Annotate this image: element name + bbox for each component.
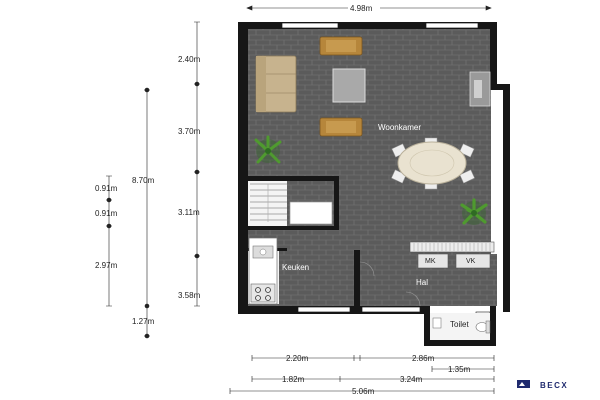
doors <box>359 261 421 307</box>
dining-table <box>391 137 475 190</box>
dim-bottom-3a: 1.82m <box>282 375 305 384</box>
plant-icon <box>254 135 282 164</box>
plant-icon-2 <box>460 198 488 225</box>
logo-text: BECX <box>540 381 568 390</box>
stove-icon <box>250 283 276 303</box>
floor-area <box>247 28 497 306</box>
dim-bottom-1a: 2.20m <box>286 354 309 363</box>
dim-bottom-3b: 3.24m <box>400 375 423 384</box>
sofa <box>255 55 297 113</box>
unit-label-mk: MK <box>425 258 436 265</box>
sink-icon <box>252 245 274 259</box>
logo-icon: BECX <box>517 380 568 390</box>
stairs <box>250 183 333 225</box>
tv-cabinet <box>469 71 491 107</box>
dim-left-4: 1.27m <box>132 317 155 326</box>
room-label-toilet: Toilet <box>450 320 469 329</box>
room-label-woonkamer: Woonkamer <box>378 123 421 132</box>
dim-right-3: 3.11m <box>178 208 200 217</box>
dim-right-2: 3.70m <box>178 127 201 136</box>
dim-left-3: 2.97m <box>95 261 118 270</box>
armchair-top <box>319 36 363 56</box>
dim-bottom-1b: 2.86m <box>412 354 435 363</box>
hal-cabinets <box>409 241 495 269</box>
armchair-bottom <box>319 117 363 137</box>
dim-left-2: 0.91m <box>95 209 118 218</box>
dim-bottom-total: 5.06m <box>352 387 375 396</box>
toilet-icon <box>430 313 491 340</box>
dim-total-height: 8.70m <box>132 176 155 185</box>
dimension-labels: 4.98m 2.40m 3.70m 3.11m 3.58m 8.70m 0.91… <box>95 3 471 396</box>
dim-right-1: 2.40m <box>178 55 201 64</box>
dimension-lines <box>106 5 495 394</box>
room-label-keuken: Keuken <box>282 263 309 272</box>
unit-label-vk: VK <box>466 258 476 265</box>
dim-bottom-2: 1.35m <box>448 365 471 374</box>
dim-right-4: 3.58m <box>178 291 201 300</box>
dim-top: 4.98m <box>350 4 373 13</box>
dim-left-1: 0.91m <box>95 184 118 193</box>
coffee-table <box>332 68 366 103</box>
room-label-hal: Hal <box>416 278 428 287</box>
